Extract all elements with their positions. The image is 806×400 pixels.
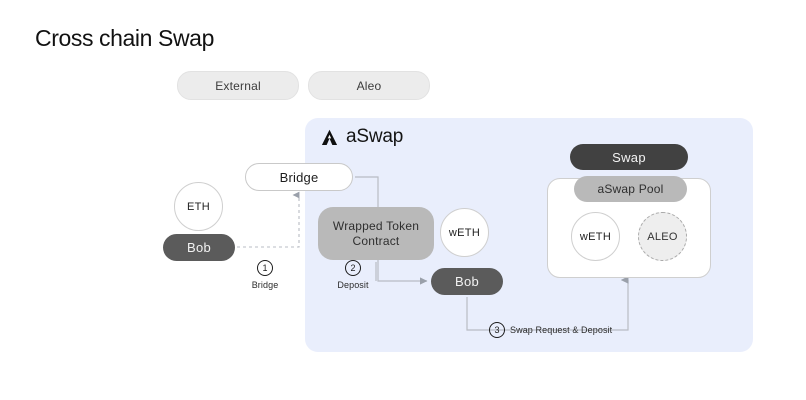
node-aswap-pool-label: aSwap Pool	[597, 181, 664, 196]
node-aleo-pool-label: ALEO	[647, 230, 678, 243]
aleo-triangle-logo-icon	[320, 128, 339, 147]
step-1-number: 1	[257, 260, 273, 276]
step-2-number: 2	[345, 260, 361, 276]
node-swap-label: Swap	[612, 149, 646, 165]
step-3-number: 3	[489, 322, 505, 338]
step-2-label: Deposit	[337, 280, 369, 290]
node-bridge-label: Bridge	[279, 169, 319, 185]
connector-bridge-step1	[237, 191, 300, 248]
node-wrapped-line2: Contract	[352, 233, 400, 248]
node-bridge[interactable]: Bridge	[245, 163, 353, 191]
node-wrapped-line1: Wrapped Token	[332, 218, 420, 233]
node-bob-aleo-label: Bob	[454, 274, 480, 289]
legend-pill-external[interactable]: External	[177, 71, 299, 100]
node-bob-external-label: Bob	[186, 240, 212, 255]
legend-aleo-label: Aleo	[356, 78, 382, 93]
node-eth-label: ETH	[187, 200, 210, 213]
node-weth-pool[interactable]: wETH	[571, 212, 620, 261]
legend-pill-aleo[interactable]: Aleo	[308, 71, 430, 100]
node-weth-contract[interactable]: wETH	[440, 208, 489, 257]
step-marker-3: 3 Swap Request & Deposit	[489, 322, 612, 338]
aswap-brand: aSwap	[320, 126, 403, 148]
node-weth-contract-label: wETH	[448, 226, 481, 239]
legend-external-label: External	[215, 78, 261, 93]
node-weth-pool-label: wETH	[579, 230, 612, 243]
page-title: Cross chain Swap	[35, 25, 214, 51]
node-wrapped-token-contract[interactable]: Wrapped Token Contract	[318, 207, 434, 260]
aswap-brand-label: aSwap	[346, 126, 404, 147]
node-bob-aleo[interactable]: Bob	[431, 268, 503, 295]
node-aleo-pool[interactable]: ALEO	[638, 212, 687, 261]
node-eth[interactable]: ETH	[174, 182, 223, 231]
node-swap[interactable]: Swap	[570, 144, 688, 170]
step-3-label: Swap Request & Deposit	[510, 325, 613, 335]
step-marker-1: 1 Bridge	[250, 260, 280, 290]
step-1-label: Bridge	[251, 280, 279, 290]
step-marker-2: 2 Deposit	[337, 260, 369, 290]
node-bob-external[interactable]: Bob	[163, 234, 235, 261]
node-aswap-pool[interactable]: aSwap Pool	[574, 176, 687, 202]
